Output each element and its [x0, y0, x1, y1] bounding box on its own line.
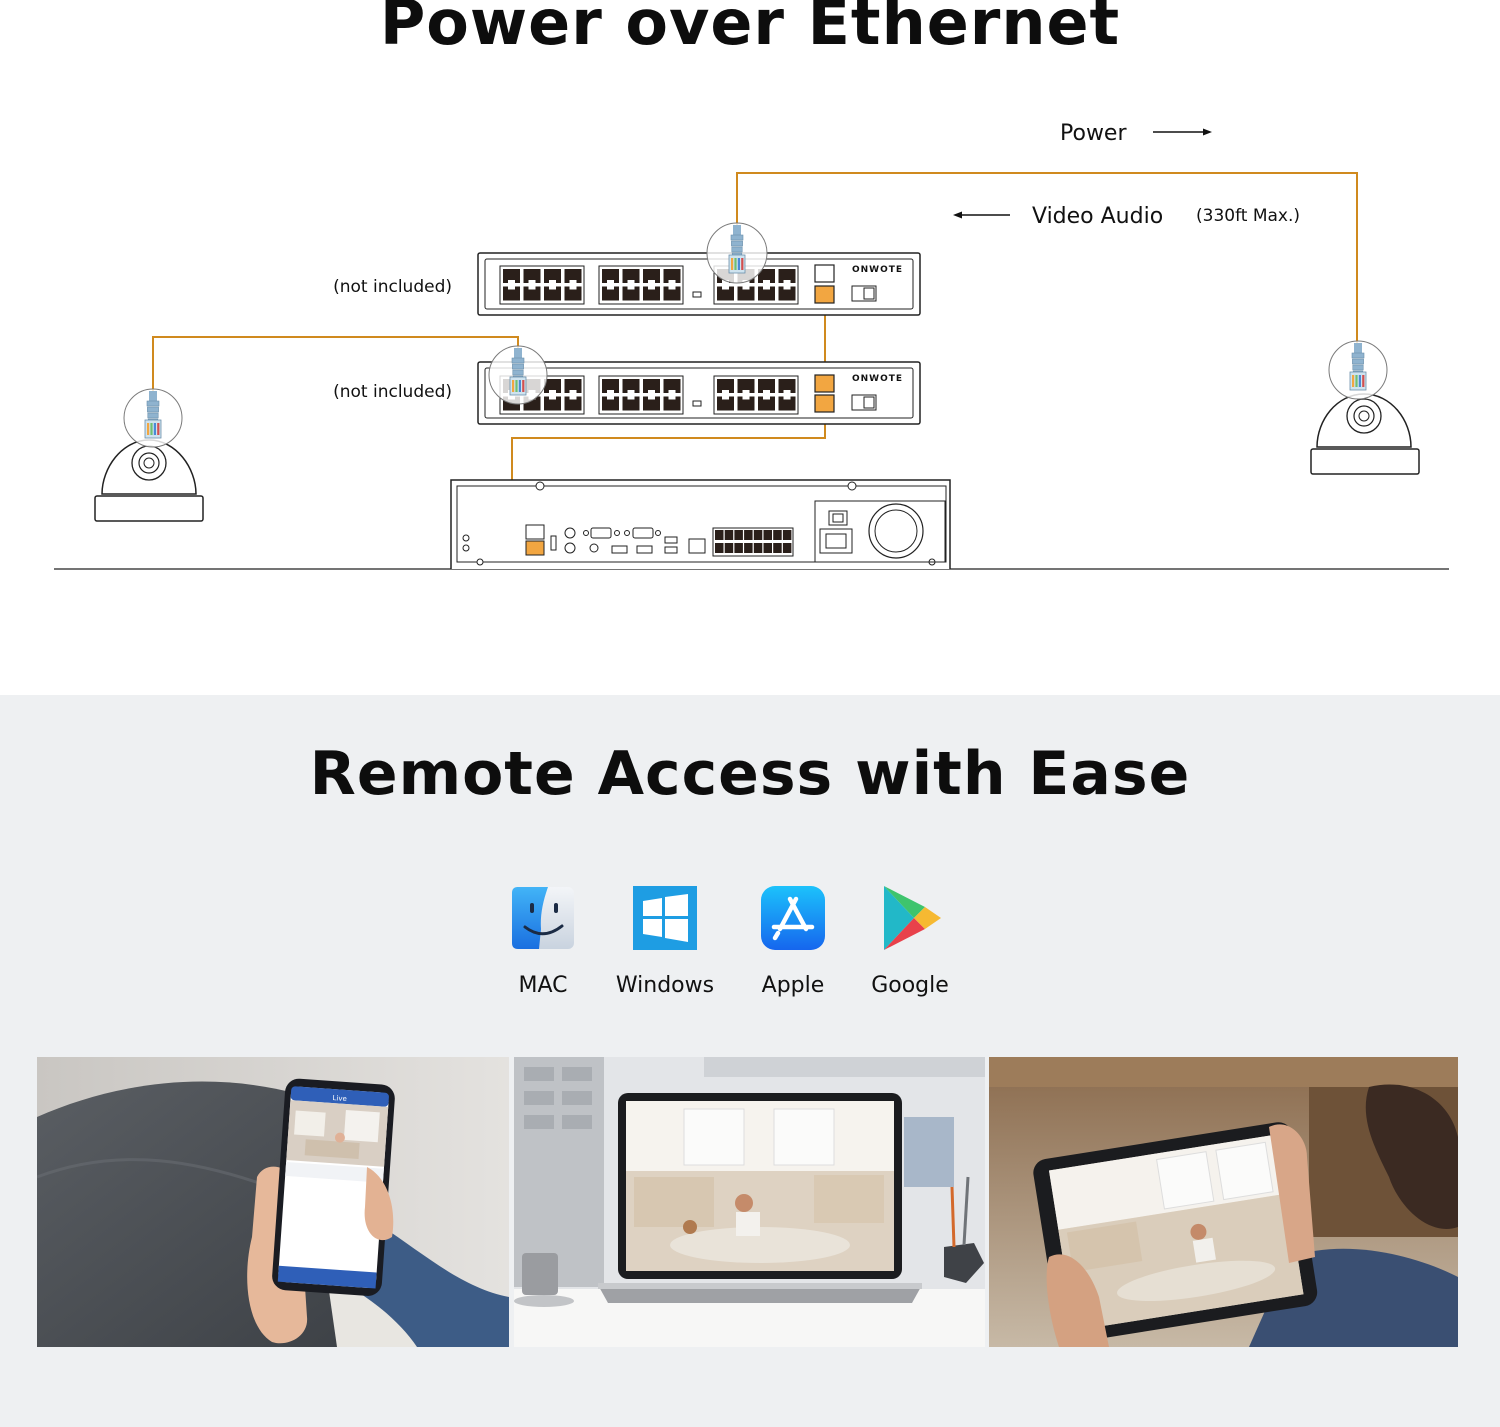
phone-app-header: Live: [332, 1094, 347, 1103]
switch-port-bank: [598, 265, 684, 305]
photo-laptop: [514, 1057, 985, 1347]
nvr-poe-ports: [712, 527, 794, 557]
video-audio-label: Video Audio: [1032, 204, 1163, 229]
max-distance-label: (330ft Max.): [1196, 206, 1300, 226]
photo-tablet: [989, 1057, 1458, 1347]
app-store-icon: [760, 885, 826, 951]
poe-section: Power over Ethernet Power Video Audio (3…: [0, 0, 1500, 695]
switch-port-bank: [713, 375, 799, 415]
switch-port-bank: [598, 375, 684, 415]
switch-port-bank: [499, 265, 585, 305]
switch-upper-note: (not included): [333, 277, 452, 297]
poe-title: Power over Ethernet: [379, 0, 1121, 59]
switch-upper-brand: ONWOTE: [852, 265, 903, 275]
platform-label: MAC: [518, 973, 568, 998]
photo-smartphone: Live: [37, 1057, 509, 1347]
power-arrow-icon: [1153, 128, 1212, 136]
cable-left-camera: [152, 336, 519, 393]
rj45-connector-icon: [123, 388, 183, 448]
platform-label: Apple: [761, 973, 825, 998]
switch-lower-note: (not included): [333, 382, 452, 402]
finder-icon: [510, 885, 576, 951]
platform-label: Windows: [615, 973, 715, 998]
windows-icon: [632, 885, 698, 951]
dome-camera-right: [1310, 393, 1420, 475]
google-play-icon: [877, 885, 943, 951]
cable-right-camera: [736, 172, 1358, 345]
nvr-recorder: [450, 479, 951, 569]
poe-diagram: Power Video Audio (330ft Max.) (not incl…: [54, 121, 1449, 570]
platform-mac[interactable]: MAC: [473, 885, 613, 998]
platform-list: MAC Windows: [0, 885, 1500, 1015]
remote-access-section: Remote Access with Ease MAC: [0, 695, 1500, 1427]
poe-switch-lower: ONWOTE: [477, 361, 921, 425]
poe-switch-upper: ONWOTE: [477, 252, 921, 316]
switch-lower-brand: ONWOTE: [852, 374, 903, 384]
platform-google[interactable]: Google: [840, 885, 980, 998]
remote-title: Remote Access with Ease: [309, 739, 1191, 809]
platform-apple[interactable]: Apple: [723, 885, 863, 998]
video-audio-arrow-icon: [953, 211, 1010, 219]
dome-camera-left: [94, 439, 204, 522]
rj45-connector-icon: [488, 345, 548, 405]
power-label: Power: [1060, 121, 1127, 146]
rj45-connector-icon: [1328, 340, 1388, 400]
platform-label: Google: [871, 973, 949, 998]
rj45-connector-icon: [706, 222, 768, 284]
platform-windows[interactable]: Windows: [595, 885, 735, 998]
